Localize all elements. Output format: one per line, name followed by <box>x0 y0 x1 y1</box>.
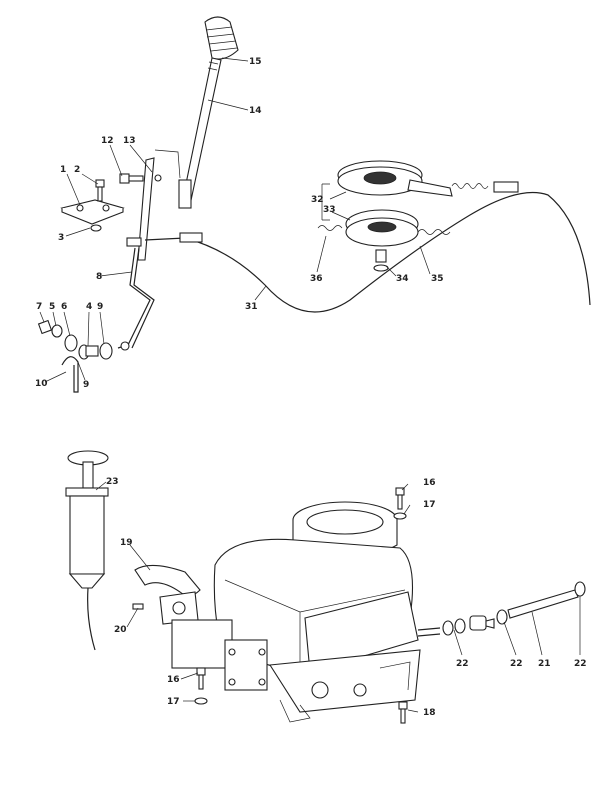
callout-9-top: 9 <box>97 302 103 312</box>
callout-4: 4 <box>86 302 92 312</box>
shift-rod <box>117 237 155 351</box>
callout-32: 32 <box>311 195 324 205</box>
callout-17-top: 17 <box>423 500 436 510</box>
breather-hose <box>442 581 586 636</box>
callout-22-b: 22 <box>510 659 523 669</box>
callout-9-bottom: 9 <box>83 380 89 390</box>
callout-12: 12 <box>101 136 114 146</box>
callout-10: 10 <box>35 379 48 389</box>
callout-31: 31 <box>245 302 258 312</box>
engine <box>171 501 441 723</box>
callout-8: 8 <box>96 272 102 282</box>
callout-3: 3 <box>58 233 64 243</box>
gear-lever-assembly <box>37 16 239 393</box>
callout-19: 19 <box>120 538 133 548</box>
lever-knob <box>204 16 239 60</box>
exhaust-manifold <box>132 564 201 625</box>
callout-16-top: 16 <box>423 478 436 488</box>
callout-16-bottom: 16 <box>167 675 180 685</box>
callout-7: 7 <box>36 302 42 312</box>
callout-36: 36 <box>310 274 323 284</box>
linkage-hardware <box>37 319 113 393</box>
callout-13: 13 <box>123 136 136 146</box>
callout-34: 34 <box>396 274 409 284</box>
callout-17-bottom: 17 <box>167 697 180 707</box>
callout-21: 21 <box>538 659 551 669</box>
callout-18: 18 <box>423 708 436 718</box>
lever-bracket <box>137 149 181 261</box>
lever-rod <box>178 57 222 209</box>
callout-35: 35 <box>431 274 444 284</box>
clutch-cable <box>144 191 591 313</box>
oil-syringe <box>65 450 109 651</box>
leader-lines <box>39 57 581 713</box>
callout-5: 5 <box>49 302 55 312</box>
bolts-and-washers <box>194 487 408 724</box>
callout-14: 14 <box>249 106 262 116</box>
callout-20: 20 <box>114 625 127 635</box>
callout-labels: 4 1 2 3 4 5 6 7 8 9 9 10 12 13 14 15 31 … <box>35 57 587 718</box>
callout-22-a: 22 <box>456 659 469 669</box>
callout-22-c: 22 <box>574 659 587 669</box>
callout-1: 1 <box>60 165 66 175</box>
callout-33: 33 <box>323 205 336 215</box>
pulley-assembly <box>317 160 519 272</box>
mounting-plate <box>60 179 125 232</box>
callout-6: 6 <box>61 302 67 312</box>
callout-23: 23 <box>106 477 119 487</box>
callout-2: 2 <box>74 165 80 175</box>
bolt-12 <box>119 173 144 184</box>
callout-15: 15 <box>249 57 262 67</box>
